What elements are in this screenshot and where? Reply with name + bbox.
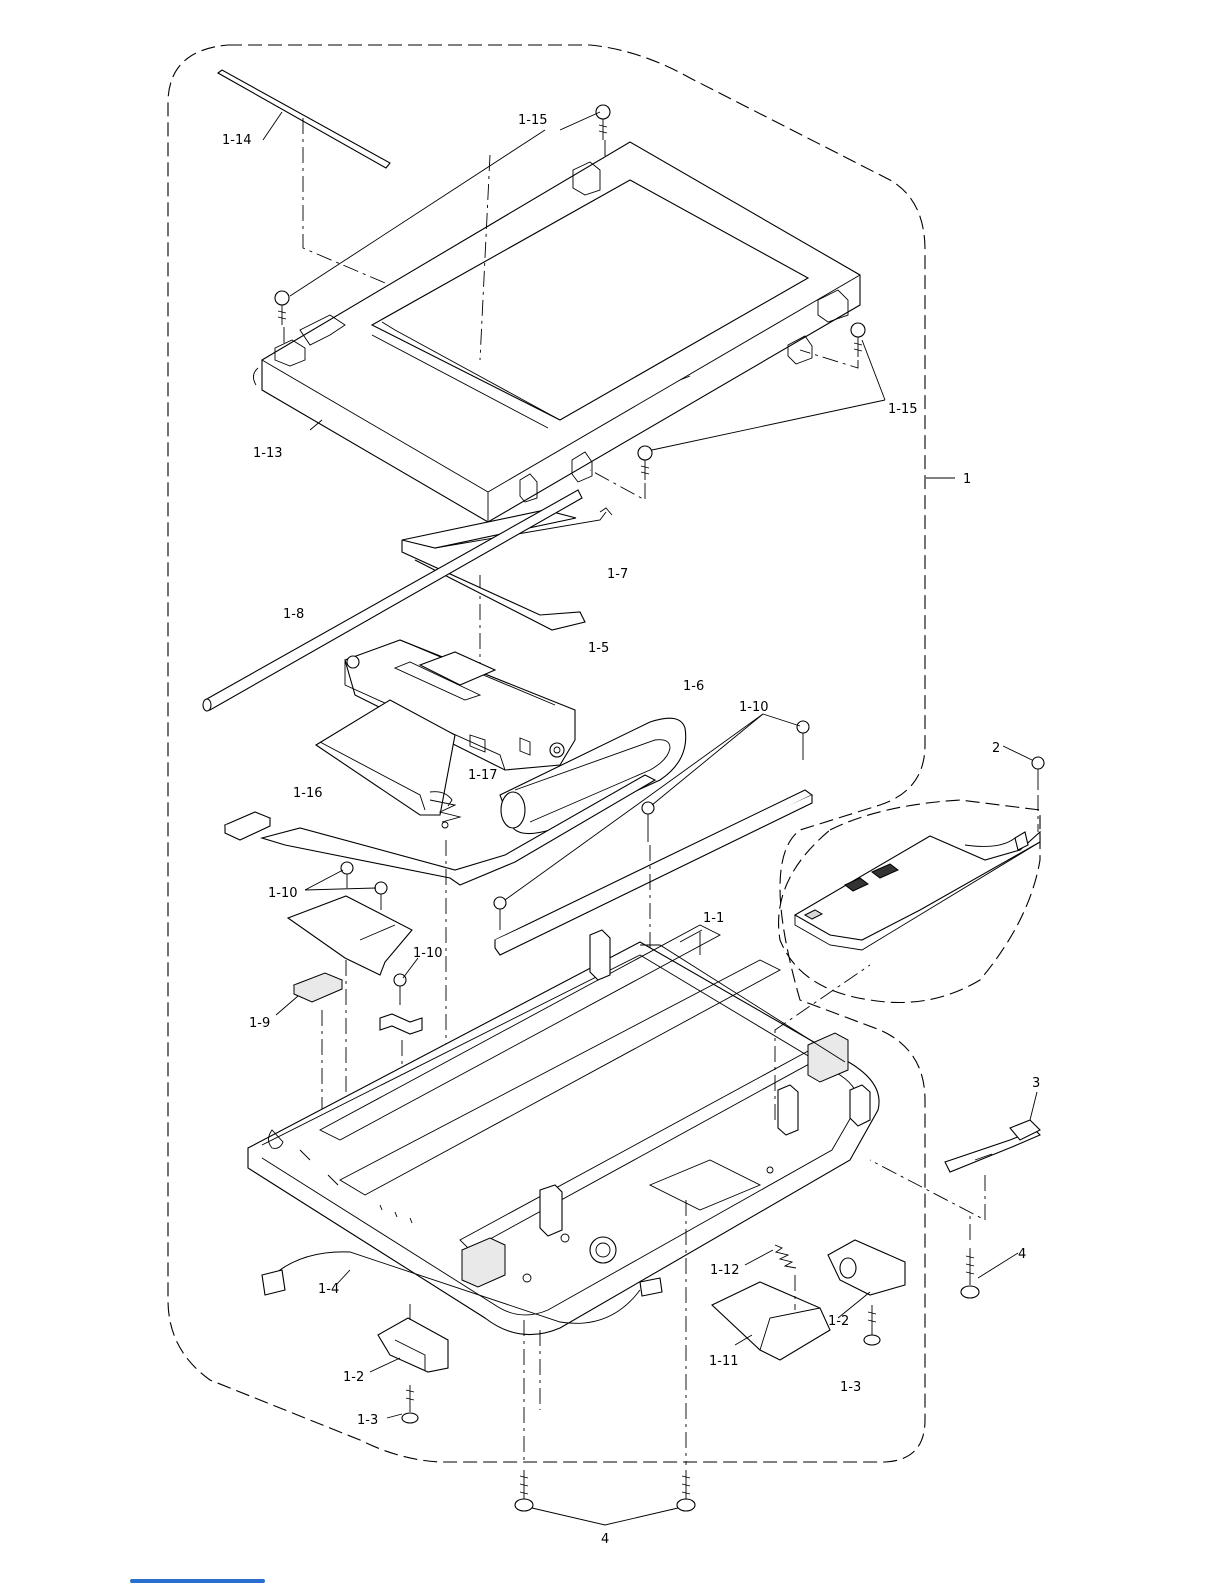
- label-1-16: 1-16: [293, 786, 323, 801]
- part-4-screw-right: [961, 1215, 1018, 1298]
- label-1-13: 1-13: [253, 446, 283, 461]
- part-1-10-bracket: [380, 958, 422, 1034]
- label-1-10-rail: 1-10: [739, 700, 769, 715]
- part-4-screw-bottom-right: [677, 1470, 695, 1511]
- part-1-2-hinge-right: [828, 1240, 905, 1318]
- part-1-15-screw-left: [275, 291, 289, 345]
- part-1-7-flat-cable: [402, 508, 612, 630]
- label-1-11: 1-11: [709, 1354, 739, 1369]
- label-1-2-right: 1-2: [828, 1314, 849, 1329]
- label-1-10-bracket: 1-10: [413, 946, 443, 961]
- label-1-10-plate: 1-10: [268, 886, 298, 901]
- part-1-3-screw-right: [864, 1305, 880, 1345]
- label-1-9: 1-9: [249, 1016, 270, 1031]
- label-1-12: 1-12: [710, 1263, 740, 1278]
- part-1-13-top-cover: [253, 142, 860, 522]
- label-1-2-left: 1-2: [343, 1370, 364, 1385]
- part-1-2-hinge-left: [370, 1300, 448, 1372]
- part-1-3-screw-left: [387, 1385, 418, 1423]
- label-1-7: 1-7: [607, 567, 628, 582]
- part-1-11-bracket: [712, 1282, 830, 1360]
- part-1-10-plate: [288, 862, 412, 975]
- label-1-15-right: 1-15: [888, 402, 918, 417]
- label-1-1: 1-1: [703, 911, 724, 926]
- label-1-15-top: 1-15: [518, 113, 548, 128]
- label-1-4: 1-4: [318, 1282, 339, 1297]
- label-1: 1: [963, 472, 971, 487]
- label-1-5: 1-5: [588, 641, 609, 656]
- label-3: 3: [1032, 1076, 1040, 1091]
- horizontal-scrollbar-thumb[interactable]: [130, 1579, 265, 1583]
- part-1-9-foam: [276, 973, 342, 1015]
- label-1-8: 1-8: [283, 607, 304, 622]
- label-1-17: 1-17: [468, 768, 498, 783]
- label-1-14: 1-14: [222, 133, 252, 148]
- label-4-bottom: 4: [601, 1532, 609, 1547]
- part-3-lever: [870, 1092, 1040, 1220]
- part-4-screw-bottom-left: [515, 1470, 533, 1511]
- label-4-right: 4: [1018, 1247, 1026, 1262]
- part-1-1-base-frame: [248, 925, 879, 1335]
- label-2: 2: [992, 741, 1000, 756]
- label-1-3-right: 1-3: [840, 1380, 861, 1395]
- label-1-3-left: 1-3: [357, 1413, 378, 1428]
- part-2-circuit-board: [795, 746, 1044, 950]
- label-1-6: 1-6: [683, 679, 704, 694]
